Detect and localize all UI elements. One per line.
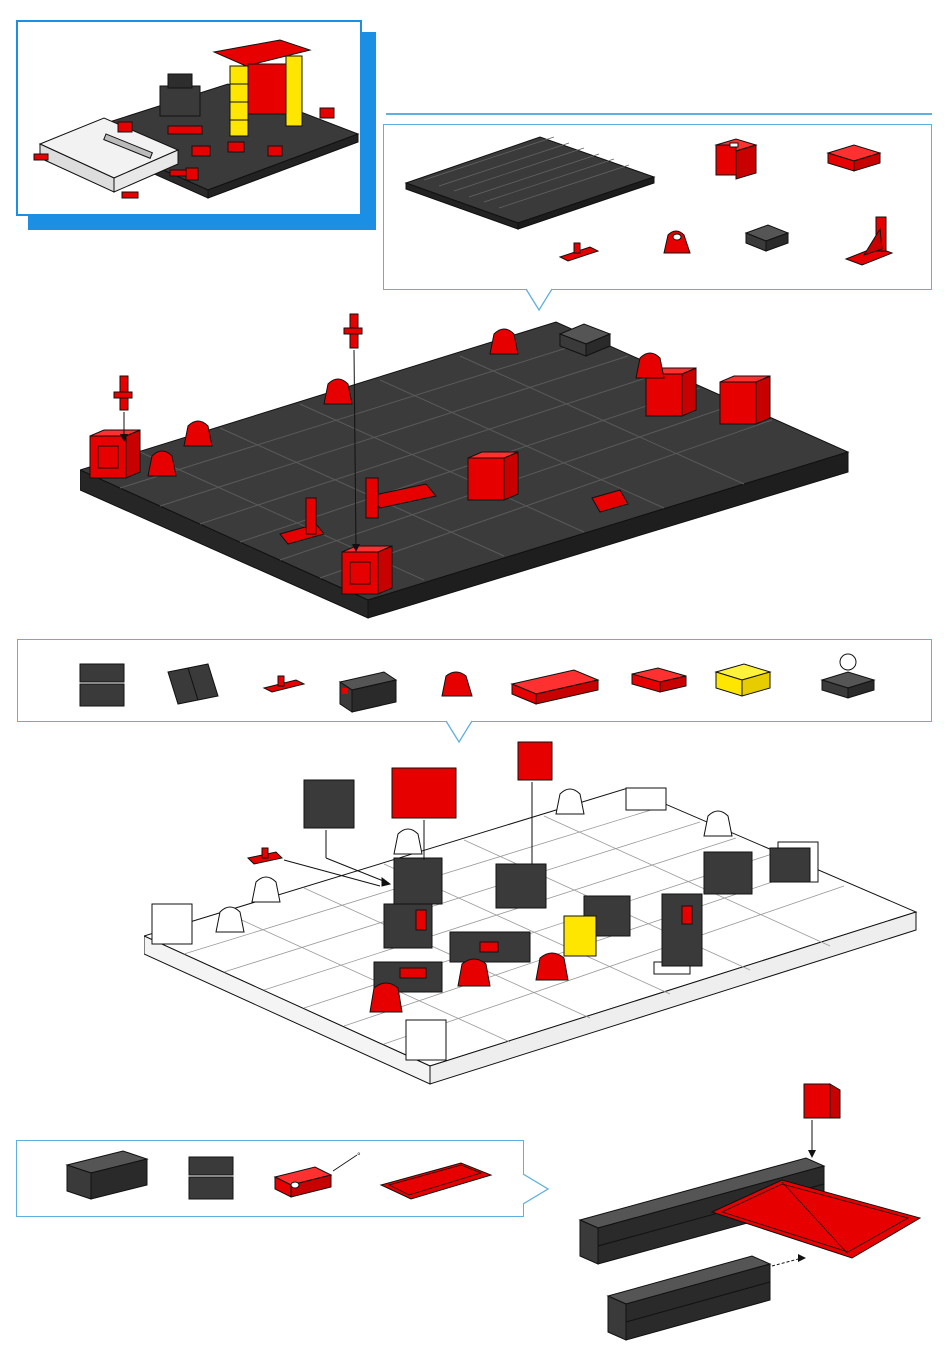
building-block-dark-icon [746,225,788,251]
step3-annotation: ° [357,1151,361,1161]
building-block-red-icon [716,139,756,179]
flat-block-red-icon [632,668,686,692]
rail-block-dark-icon [168,664,218,704]
baseplate-dark-icon [406,137,654,229]
clip-plate-red-icon [560,243,598,261]
step1-parts-box [383,124,932,290]
step3-box-pointer [522,1174,552,1204]
step2-parts-illustration [18,640,931,721]
switch-dark-icon [340,672,396,712]
hinge-block-red-icon [664,231,690,253]
flat-panel-red-icon [381,1163,491,1199]
model-thumbnail-icon [18,22,360,214]
slot-block-red-icon [275,1167,331,1197]
cross-block-yellow-assembly [564,916,596,956]
step1-rule [386,113,932,115]
lamp-holder-dark-icon [822,654,874,698]
slot-block-red-floating [804,1084,840,1158]
step3-parts-box: ° [16,1140,524,1217]
building-block-red-2 [342,546,392,594]
step2-assembly-diagram [144,736,924,1086]
assembly-arrow [772,1254,806,1266]
cross-block-yellow-icon [716,664,770,696]
building-block-red-1 [90,430,140,478]
building-block-red-5 [720,376,770,424]
angle-bracket-red-icon [846,217,892,265]
long-rail-dark-assembly-2 [608,1256,770,1340]
step3-assembly-diagram [576,1078,926,1350]
hinge-block-red-icon [442,672,472,696]
long-rail-dark-icon [67,1151,147,1199]
double-block-dark-icon [80,664,124,706]
long-plate-red-icon [512,670,598,704]
double-block-dark-icon [189,1157,233,1199]
step1-assembly-diagram [80,300,860,630]
flat-block-red-icon [828,145,880,171]
finished-model-preview [16,20,362,216]
building-block-red-3 [468,452,518,500]
baseplate-dark-assembly [80,322,848,618]
clip-plate-red-icon [264,676,304,692]
step3-parts-illustration: ° [17,1141,523,1216]
step1-parts-illustration [384,125,931,289]
step2-parts-box [17,639,932,722]
